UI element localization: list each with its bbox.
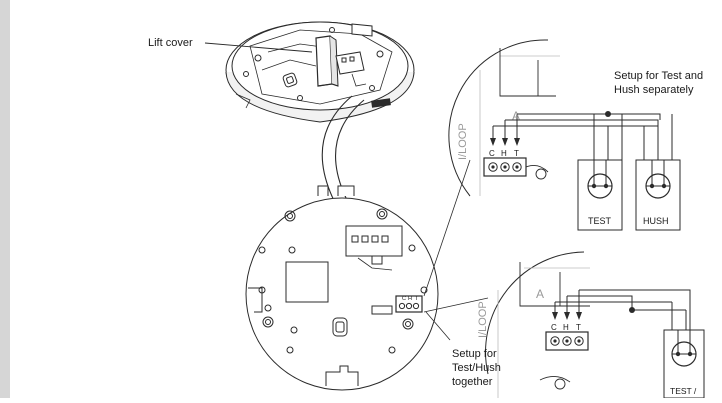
magnified-view-together — [485, 251, 590, 398]
junction-dot-1 — [605, 111, 611, 117]
together-terminal-c: C — [551, 323, 557, 332]
separate-board-mark-loop: I/LOOP — [457, 123, 469, 160]
separate-terminal-t: T — [514, 149, 519, 158]
wiring-separate — [493, 113, 673, 170]
separate-terminal-c: C — [489, 149, 495, 158]
callout-lines — [423, 159, 489, 341]
hush-switch — [635, 159, 681, 231]
separate-board-mark-a: A — [512, 109, 520, 123]
mounting-base-top — [225, 21, 415, 123]
mounting-base-bottom — [245, 185, 439, 391]
left-margin-strip — [0, 0, 10, 398]
together-setup-title-line3: together — [452, 376, 493, 388]
together-setup-title-line2: Test/Hush — [452, 362, 501, 374]
test-switch-label: TEST — [588, 216, 612, 226]
together-board-mark-loop: I/LOOP — [477, 301, 489, 338]
junction-dot-2 — [629, 307, 635, 313]
combined-switch — [663, 329, 705, 399]
base-terminal-c: C — [402, 296, 406, 302]
lift-cover-label: Lift cover — [148, 37, 193, 49]
together-terminal-t: T — [576, 323, 581, 332]
separate-terminal-h: H — [501, 149, 507, 158]
separate-setup-title-line2: Hush separately — [614, 84, 694, 96]
together-setup-title-line1: Setup for — [452, 348, 497, 360]
base-terminal-h: H — [408, 296, 412, 302]
magnified-view-separate — [448, 39, 560, 197]
together-board-mark-a: A — [536, 287, 544, 301]
test-switch — [577, 159, 623, 231]
together-terminal-h: H — [563, 323, 569, 332]
separate-setup-title-line1: Setup for Test and — [614, 70, 704, 82]
lift-cover-leader — [204, 42, 313, 53]
base-terminal-t: T — [415, 296, 419, 302]
combined-switch-label: TEST / — [670, 386, 697, 396]
hush-switch-label: HUSH — [643, 216, 669, 226]
